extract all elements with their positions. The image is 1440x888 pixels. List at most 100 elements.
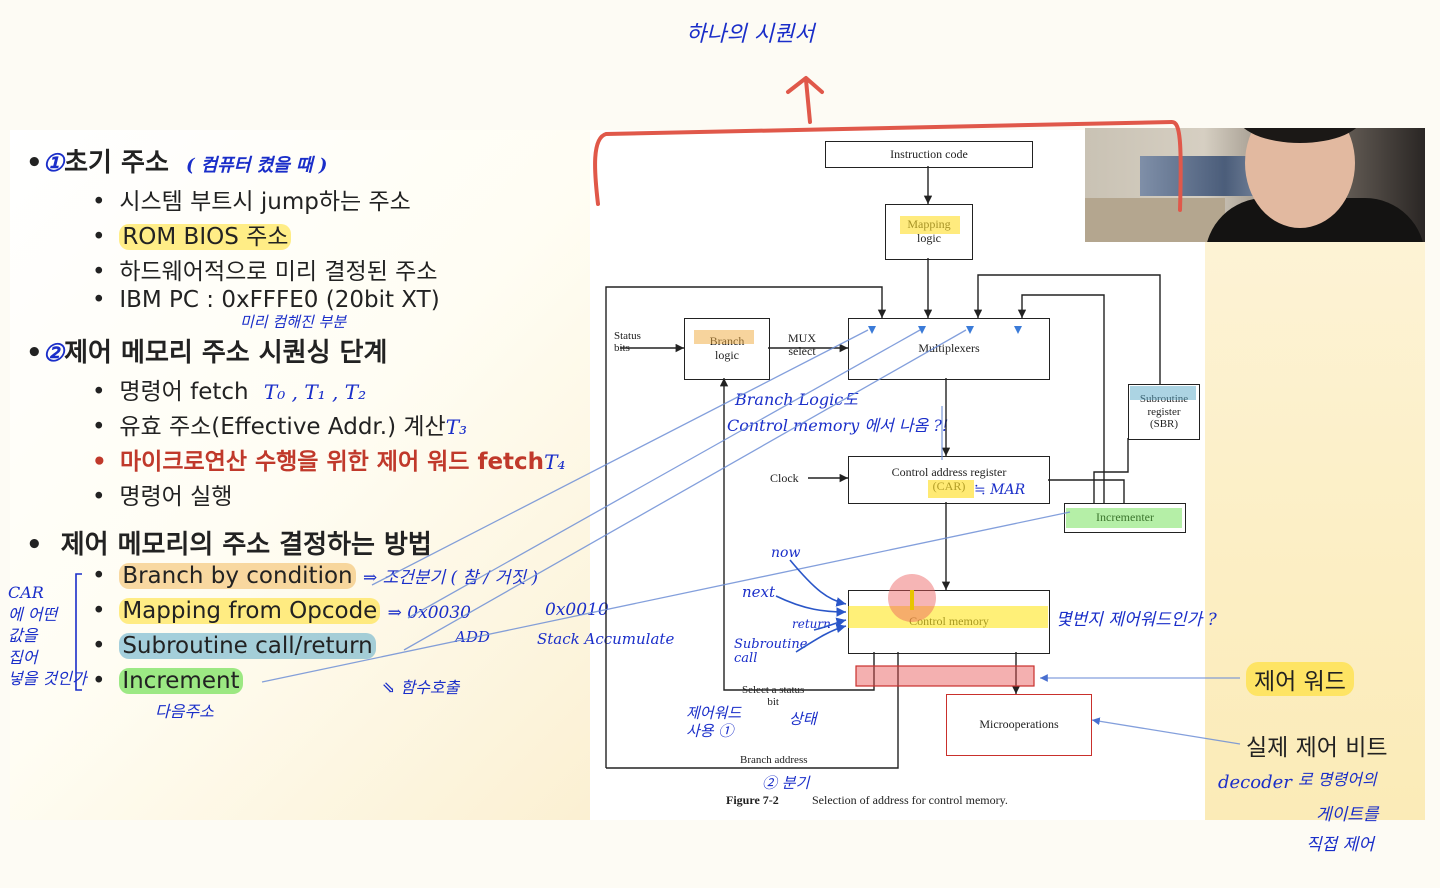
list-item-text: Mapping from Opcode (119, 598, 381, 624)
call-arrow (795, 623, 847, 653)
handwritten-decoder-note2: 게이트를 (1316, 805, 1379, 825)
wire (1017, 294, 1105, 503)
list-item-text: IBM PC : 0xFFFE0 (20bit XT) (119, 287, 440, 313)
bullet: • (26, 148, 43, 178)
wire (1093, 438, 1129, 503)
wire (605, 286, 887, 768)
webcam-video (1085, 128, 1425, 242)
bullet: • (92, 668, 106, 694)
heading-text: 제어 메모리 주소 시퀀싱 단계 (64, 338, 388, 368)
heading-text: 초기 주소 (64, 148, 169, 178)
list-item: • 시스템 부트시 jump하는 주소 (92, 182, 411, 216)
list-item: • 유효 주소(Effective Addr.) 계산T₃ (92, 407, 467, 441)
return-arrow (813, 617, 847, 631)
bullet: • (26, 338, 43, 368)
list-item-highlight: • 마이크로연산 수행을 위한 제어 워드 fetchT₄ (92, 442, 565, 476)
car-box: Control address register (CAR) (848, 456, 1050, 504)
list-item-text: 하드웨어적으로 미리 결정된 주소 (119, 259, 438, 285)
list-item-text: 마이크로연산 수행을 위한 제어 워드 fetch (120, 449, 545, 475)
handwritten-cm-question: 몇번지 제어워드인가 ? (1056, 610, 1217, 630)
bullet: • (92, 633, 106, 659)
handwritten-decoder-note3: 직접 제어 (1306, 835, 1374, 855)
list-item-text: 시스템 부트시 jump하는 주소 (119, 189, 411, 215)
control-word-highlight (855, 665, 1035, 687)
handwritten-note: 미리 컴해진 부분 (240, 313, 347, 331)
actual-control-bits-label: 실제 제어 비트 (1246, 735, 1388, 761)
handwritten-0x0010: 0x0010 (545, 600, 609, 620)
slide-panel (10, 130, 590, 820)
sequencer-up-arrow (786, 76, 824, 124)
bullet: • (92, 189, 106, 215)
list-item: • Increment (92, 668, 243, 694)
handwritten-note: ( 컴퓨터 켰을 때 ) (185, 155, 328, 176)
wire (719, 378, 875, 691)
list-item: • 명령어 fetch T₀ , T₁ , T₂ (92, 372, 366, 406)
leader-line (371, 329, 869, 586)
slide-right-strip (1205, 240, 1425, 820)
car-highlight (928, 480, 974, 498)
handwritten-num-1: ① (42, 148, 65, 177)
wire (1048, 479, 1125, 503)
handwritten-add: ADD (455, 628, 490, 646)
list-item: • Branch by condition ⇒ 조건분기 ( 참 / 거짓 ) (92, 563, 538, 589)
bullet: • (92, 287, 106, 313)
handwritten-num-2: ② (42, 338, 65, 367)
handwritten-control-word-use: 제어워드 사용 ① (686, 704, 742, 740)
mux-inputs (868, 326, 1022, 334)
figure-number: Figure 7-2 (726, 793, 779, 807)
leader-line (407, 329, 921, 619)
bullet: • (26, 530, 43, 560)
bullet: • (92, 598, 106, 624)
microoperations-box: Microoperations (946, 694, 1092, 756)
control-memory-highlight (848, 606, 1048, 628)
handwritten-subroutine-call: Subroutine call (734, 637, 808, 667)
handwritten-t4: T₄ (544, 450, 566, 474)
handwritten-next: next (742, 583, 776, 601)
branch-highlight (694, 330, 754, 344)
list-item-text: 명령어 실행 (119, 484, 233, 510)
list-item: • ROM BIOS 주소 (92, 217, 292, 251)
handwritten-decoder-note1: 로 명령어의 (1298, 770, 1377, 789)
list-item-text: Increment (119, 668, 243, 694)
bullet: • (92, 484, 106, 510)
heading-address-methods: • 제어 메모리의 주소 결정하는 방법 (26, 524, 432, 561)
figure-caption: Selection of address for control memory. (812, 793, 1008, 807)
handwritten-diagram-q2: Control memory 에서 나옴 ?! (727, 416, 949, 435)
list-item: • Subroutine call/return (92, 633, 376, 659)
handwritten-title: 하나의 시퀀서 (686, 22, 815, 47)
bullet: • (92, 563, 106, 589)
list-item: • Mapping from Opcode ⇒ 0x0030 (92, 598, 471, 624)
list-item-text: Subroutine call/return (119, 633, 376, 659)
handwritten-next-address: 다음주소 (155, 702, 214, 721)
heading-text: 제어 메모리의 주소 결정하는 방법 (60, 530, 432, 560)
now-arrow (789, 559, 847, 607)
bullet: • (92, 449, 107, 475)
mapping-highlight (900, 216, 960, 234)
sequencer-arc (593, 119, 1183, 212)
heading-initial-address: •①초기 주소 ( 컴퓨터 켰을 때 ) (26, 142, 327, 179)
incrementer-box: Incrementer (1064, 503, 1186, 533)
leader-line (1091, 717, 1241, 745)
handwritten-decoder: decoder (1218, 772, 1292, 793)
handwritten-status: 상태 (789, 710, 817, 728)
handwritten-function-call: ⇘ 함수호출 (382, 678, 460, 697)
incrementer-highlight (1066, 508, 1182, 528)
wire (973, 274, 1161, 384)
webcam-face (1245, 128, 1355, 228)
list-item: • IBM PC : 0xFFFE0 (20bit XT) (92, 287, 440, 313)
list-item-text: 유효 주소(Effective Addr.) 계산 (119, 414, 446, 440)
control-word-label: 제어 워드 (1246, 662, 1354, 696)
heading-sequencing: •②제어 메모리 주소 시퀀싱 단계 (26, 332, 387, 369)
handwritten-car-mar: ≒ MAR (974, 482, 1026, 498)
bullet: • (92, 259, 106, 285)
next-arrow (775, 595, 847, 617)
leader-line (261, 511, 1071, 683)
list-item-text: Branch by condition (119, 563, 356, 589)
bullet: • (92, 414, 106, 440)
branch-address-label: Branch address (740, 754, 808, 766)
webcam-hair (1237, 128, 1363, 143)
handwritten-t012: T₀ , T₁ , T₂ (263, 380, 367, 404)
list-item-text: ROM BIOS 주소 (119, 224, 292, 250)
handwritten-t3: T₃ (445, 415, 468, 439)
